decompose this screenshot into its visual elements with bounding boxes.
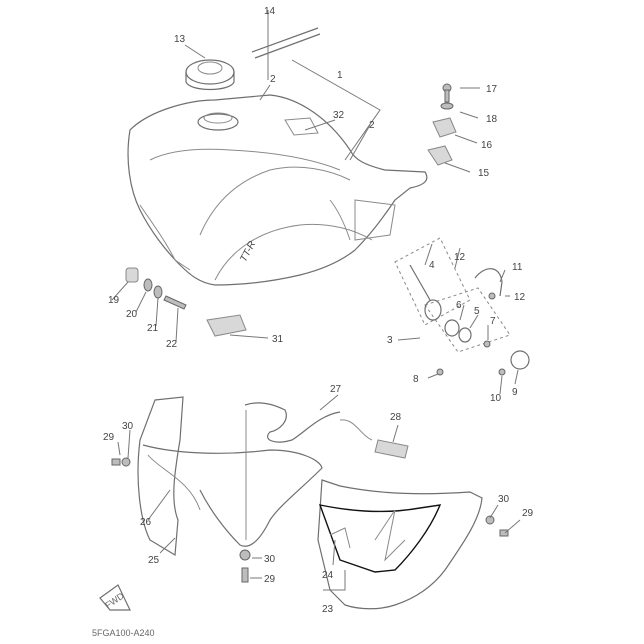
callout-31: 31	[272, 334, 284, 345]
callout-7: 7	[490, 316, 496, 327]
callout-6: 6	[456, 300, 462, 311]
forward-direction-mark: FWD	[99, 584, 131, 611]
callout-10: 10	[490, 393, 502, 404]
callout-23: 23	[322, 604, 334, 615]
callout-2-right: 2	[369, 120, 375, 131]
callout-13: 13	[174, 34, 186, 45]
callout-11: 11	[512, 262, 523, 273]
callout-28: 28	[390, 412, 402, 423]
callout-12-lower: 12	[514, 292, 526, 303]
fuel-cock-assembly	[394, 237, 530, 376]
callout-8: 8	[413, 374, 419, 385]
callout-17: 17	[486, 84, 498, 95]
leader-lines	[111, 10, 521, 591]
callout-20: 20	[126, 309, 138, 320]
callout-18: 18	[486, 114, 498, 125]
tank-damper	[206, 314, 247, 337]
side-cover-bracket	[111, 410, 323, 583]
breather-pipe	[244, 402, 409, 459]
callout-29-right: 29	[522, 508, 534, 519]
callout-15: 15	[478, 168, 490, 179]
left-mount-bolts	[125, 267, 187, 310]
callout-labels: 14 13 1 2 2 32 17 18 16 15 11 12 12 4 6 …	[103, 6, 534, 615]
callout-25: 25	[148, 555, 160, 566]
callout-29-left: 29	[103, 432, 115, 443]
fuel-tank: TT-R	[127, 94, 428, 286]
callout-22: 22	[166, 339, 178, 350]
callout-27: 27	[330, 384, 342, 395]
callout-9: 9	[512, 387, 518, 398]
callout-30-right: 30	[498, 494, 510, 505]
callout-29-bottom: 29	[264, 574, 276, 585]
callout-12-upper: 12	[454, 252, 466, 263]
callout-21: 21	[147, 323, 159, 334]
callout-30-bottom: 30	[264, 554, 276, 565]
right-side-cover	[317, 479, 509, 610]
callout-4: 4	[429, 260, 435, 271]
callout-30-left: 30	[122, 421, 134, 432]
callout-26: 26	[140, 517, 152, 528]
callout-19: 19	[108, 295, 120, 306]
callout-32: 32	[333, 110, 345, 121]
diagram-caption: 5FGA100-A240	[92, 628, 155, 638]
callout-5: 5	[474, 306, 480, 317]
callout-14: 14	[264, 6, 276, 17]
tank-logo: TT-R	[238, 240, 258, 264]
callout-2-top: 2	[270, 74, 276, 85]
callout-24: 24	[322, 570, 334, 581]
callout-3: 3	[387, 335, 393, 346]
callout-1: 1	[337, 70, 343, 81]
breather-hose	[251, 27, 321, 59]
left-side-cover	[137, 396, 201, 557]
callout-16: 16	[481, 140, 493, 151]
tank-mount-parts	[427, 83, 457, 166]
fuel-cap	[185, 59, 235, 91]
